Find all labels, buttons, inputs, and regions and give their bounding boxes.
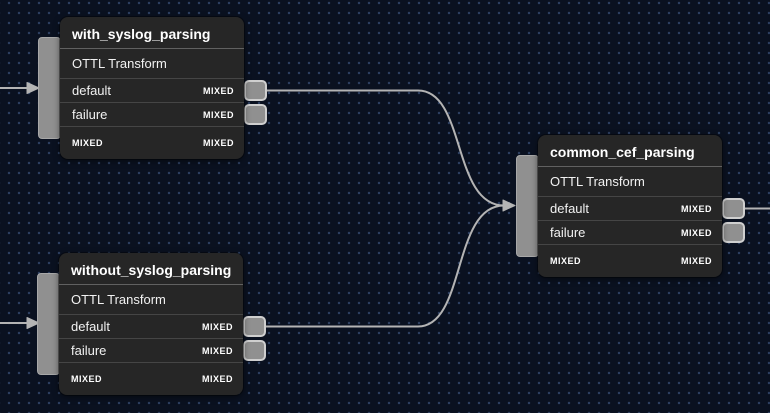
- title-divider: [59, 284, 243, 285]
- telemetry-badge: MIXED: [680, 227, 712, 238]
- input-telemetry-badge: MIXED: [71, 374, 103, 384]
- output-telemetry-badge: MIXED: [680, 256, 712, 266]
- telemetry-badge: MIXED: [202, 109, 234, 120]
- route-label: default: [72, 83, 112, 98]
- route-row-failure[interactable]: failure MIXED: [59, 339, 243, 362]
- route-row-default[interactable]: default MIXED: [59, 315, 243, 338]
- node-footer: MIXED MIXED: [59, 363, 243, 395]
- row-divider: [538, 244, 722, 245]
- route-label: failure: [72, 107, 108, 122]
- route-row-failure[interactable]: failure MIXED: [538, 221, 722, 244]
- node-footer: MIXED MIXED: [60, 127, 244, 159]
- route-label: default: [71, 319, 111, 334]
- node-card: common_cef_parsing OTTL Transform defaul…: [538, 135, 722, 277]
- arrowhead-icon: [26, 317, 40, 329]
- edge-without-syslog-default-to-common[interactable]: [266, 204, 505, 328]
- arrowhead-icon: [26, 82, 40, 94]
- output-handle-failure[interactable]: [244, 104, 267, 125]
- telemetry-badge: MIXED: [202, 85, 234, 96]
- output-handle-default[interactable]: [722, 198, 745, 219]
- row-divider: [59, 338, 243, 339]
- row-divider: [59, 314, 243, 315]
- telemetry-badge: MIXED: [201, 345, 233, 356]
- input-telemetry-badge: MIXED: [72, 138, 104, 148]
- telemetry-badge: MIXED: [680, 203, 712, 214]
- output-telemetry-badge: MIXED: [202, 138, 234, 148]
- route-label: failure: [71, 343, 107, 358]
- node-type-label: OTTL Transform: [71, 292, 166, 307]
- node-type-label: OTTL Transform: [72, 56, 167, 71]
- node-title: without_syslog_parsing: [71, 261, 232, 278]
- arrowhead-icon: [502, 199, 516, 212]
- output-handle-failure[interactable]: [722, 222, 745, 243]
- row-divider: [538, 196, 722, 197]
- row-divider: [538, 220, 722, 221]
- input-handle[interactable]: [37, 273, 60, 375]
- output-handle-default[interactable]: [243, 316, 266, 337]
- node-without-syslog-parsing[interactable]: without_syslog_parsing OTTL Transform de…: [37, 253, 266, 395]
- output-handle-failure[interactable]: [243, 340, 266, 361]
- input-handle[interactable]: [516, 155, 539, 257]
- route-row-default[interactable]: default MIXED: [60, 79, 244, 102]
- title-divider: [538, 166, 722, 167]
- title-divider: [60, 48, 244, 49]
- node-footer: MIXED MIXED: [538, 245, 722, 277]
- route-label: default: [550, 201, 590, 216]
- input-handle[interactable]: [38, 37, 61, 139]
- node-card: without_syslog_parsing OTTL Transform de…: [59, 253, 243, 395]
- edge-with-syslog-default-to-common[interactable]: [267, 89, 505, 207]
- node-card: with_syslog_parsing OTTL Transform defau…: [60, 17, 244, 159]
- row-divider: [60, 126, 244, 127]
- telemetry-badge: MIXED: [201, 321, 233, 332]
- output-telemetry-badge: MIXED: [201, 374, 233, 384]
- node-common-cef-parsing[interactable]: common_cef_parsing OTTL Transform defaul…: [516, 135, 745, 277]
- route-row-failure[interactable]: failure MIXED: [60, 103, 244, 126]
- row-divider: [60, 78, 244, 79]
- node-with-syslog-parsing[interactable]: with_syslog_parsing OTTL Transform defau…: [38, 17, 267, 159]
- input-telemetry-badge: MIXED: [550, 256, 582, 266]
- row-divider: [60, 102, 244, 103]
- node-type-label: OTTL Transform: [550, 174, 645, 189]
- node-title: common_cef_parsing: [550, 143, 695, 160]
- route-label: failure: [550, 225, 586, 240]
- node-title: with_syslog_parsing: [72, 25, 211, 42]
- route-row-default[interactable]: default MIXED: [538, 197, 722, 220]
- output-handle-default[interactable]: [244, 80, 267, 101]
- row-divider: [59, 362, 243, 363]
